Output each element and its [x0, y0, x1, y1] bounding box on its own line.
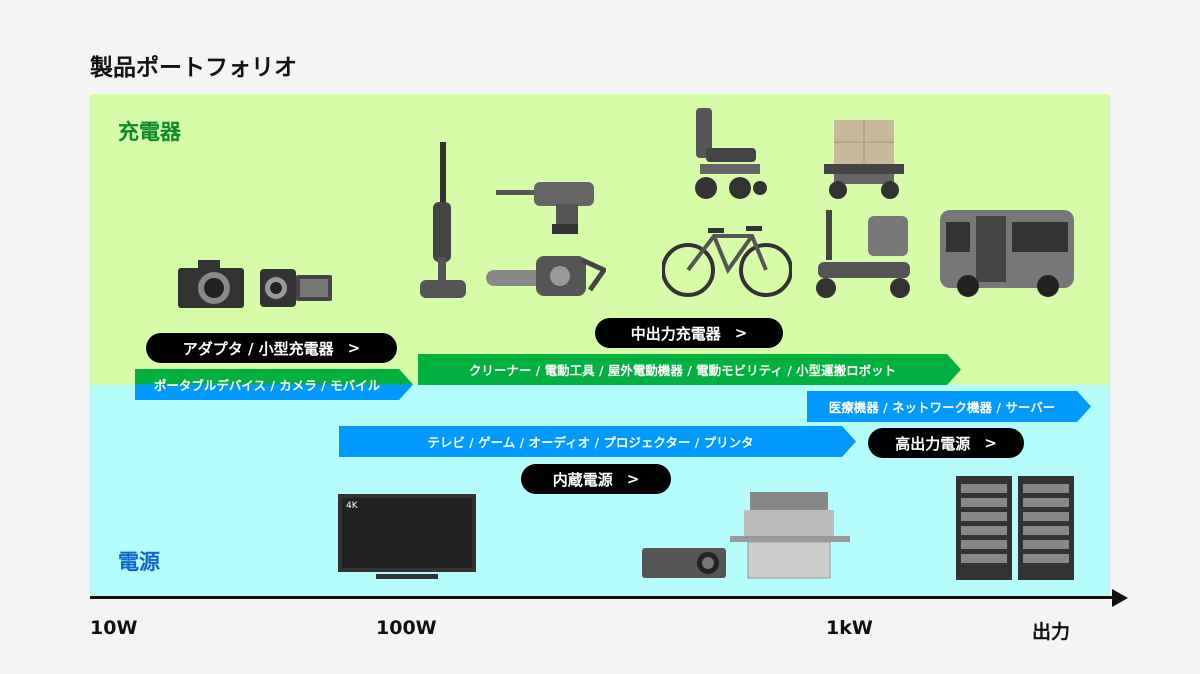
- stick-vacuum-icon: [420, 142, 466, 298]
- band-portable: ポータブルデバイス / カメラ / モバイル: [135, 369, 413, 400]
- tv-icon: 4K: [338, 494, 476, 579]
- button-label: アダプタ / 小型充電器: [182, 339, 334, 358]
- chevron-right-icon: >: [984, 434, 997, 452]
- chainsaw-icon: [486, 256, 606, 296]
- video-camera-icon: [260, 269, 332, 307]
- band-high-power: 医療機器 / ネットワーク機器 / サーバー: [807, 391, 1091, 422]
- axis-arrow-icon: [1112, 589, 1128, 607]
- high-power-button[interactable]: 高出力電源 >: [868, 428, 1024, 458]
- chevron-right-icon: >: [626, 470, 640, 488]
- wheelchair-icon: [695, 108, 767, 199]
- adapter-charger-button[interactable]: アダプタ / 小型充電器 >: [146, 333, 397, 363]
- axis-label: 出力: [1032, 621, 1071, 643]
- projector-icon: [642, 548, 726, 578]
- server-rack-icon: [956, 476, 1074, 580]
- button-label: 内蔵電源: [552, 470, 613, 489]
- delivery-robot-icon: [824, 120, 904, 199]
- band-mid-charger: クリーナー / 電動工具 / 屋外電動機器 / 電動モビリティ / 小型運搬ロボ…: [418, 354, 961, 385]
- mid-charger-button[interactable]: 中出力充電器 >: [595, 318, 783, 348]
- printer-icon: [730, 492, 850, 579]
- electric-bicycle-icon: [662, 226, 792, 297]
- power-zone-label: 電源: [118, 550, 160, 574]
- tick-1kw: 1kW: [826, 617, 873, 639]
- charger-zone-label: 充電器: [118, 120, 181, 144]
- output-axis: [90, 596, 1114, 599]
- button-label: 中出力充電器: [630, 324, 721, 343]
- tv-4k-badge: 4K: [346, 501, 359, 511]
- page-title: 製品ポートフォリオ: [90, 55, 297, 81]
- drill-icon: [496, 182, 594, 234]
- tick-100w: 100W: [376, 617, 437, 639]
- tick-10w: 10W: [90, 617, 138, 639]
- mobility-scooter-icon: [816, 210, 910, 298]
- camera-icon: [178, 260, 244, 308]
- bus-icon: [940, 210, 1074, 297]
- chevron-right-icon: >: [734, 324, 748, 342]
- band-internal-power: テレビ / ゲーム / オーディオ / プロジェクター / プリンタ: [339, 426, 856, 457]
- button-label: 高出力電源: [895, 434, 971, 453]
- chevron-right-icon: >: [347, 339, 361, 357]
- internal-power-button[interactable]: 内蔵電源 >: [521, 464, 671, 494]
